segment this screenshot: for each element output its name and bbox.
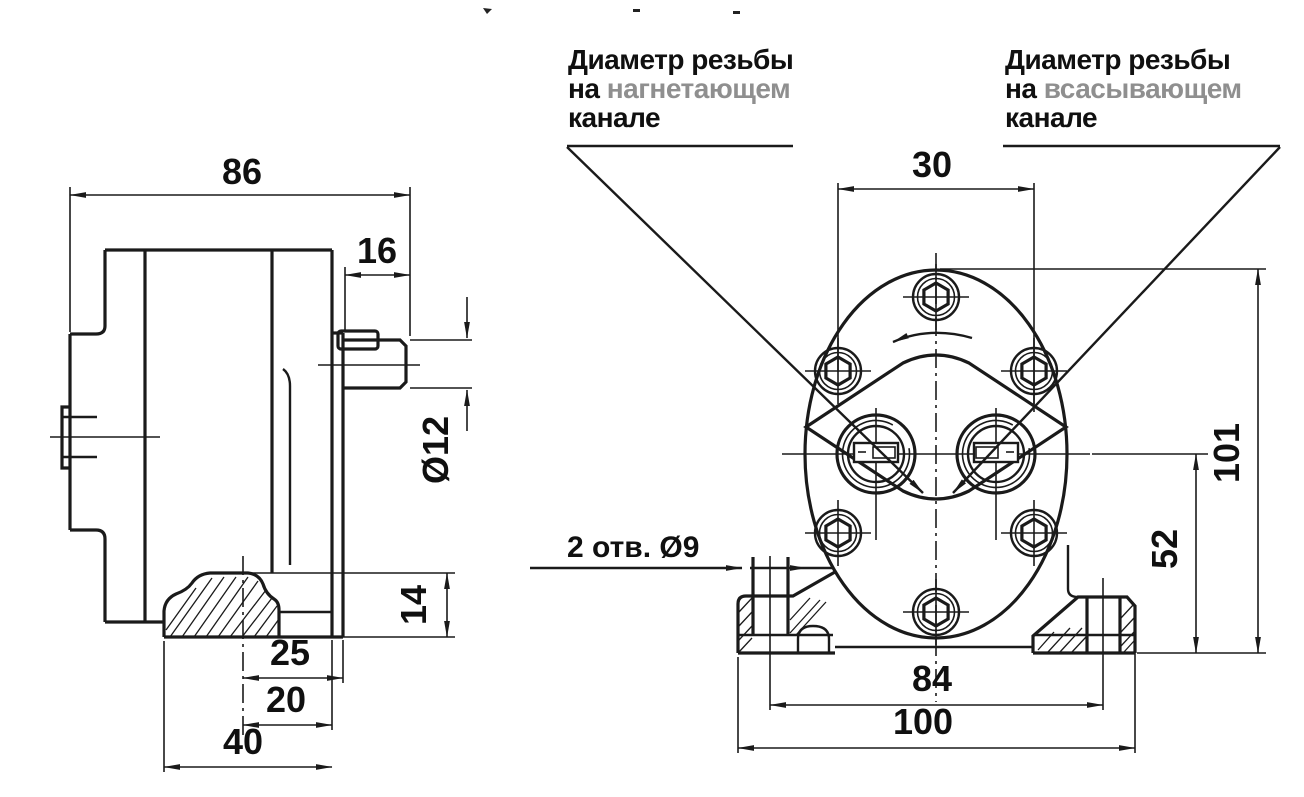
dim-86: 86 bbox=[69, 151, 411, 336]
dim-label-84: 84 bbox=[912, 658, 952, 699]
drive-shaft bbox=[318, 329, 420, 390]
dim-label-shaft-diameter: Ø12 bbox=[415, 416, 456, 484]
hatching bbox=[165, 576, 280, 638]
bolt-icon bbox=[903, 264, 969, 330]
dim-16: 16 bbox=[344, 230, 411, 331]
front-view: 30 101 52 84 100 2 отв. bbox=[530, 144, 1281, 753]
dim-label-16: 16 bbox=[357, 230, 397, 271]
dim-label-30: 30 bbox=[912, 144, 952, 185]
holes-note-label: 2 отв. Ø9 bbox=[567, 531, 699, 564]
hatching bbox=[1037, 603, 1135, 653]
dim-label-86: 86 bbox=[222, 151, 262, 192]
hatching bbox=[738, 597, 827, 653]
annotation-line: канале bbox=[1005, 102, 1097, 133]
dim-101: 101 bbox=[940, 268, 1266, 654]
bolt-icon bbox=[903, 579, 969, 645]
dim-14: 14 bbox=[248, 572, 455, 638]
annotation-line: на нагнетающем bbox=[568, 73, 790, 104]
dim-label-20: 20 bbox=[266, 679, 306, 720]
dim-84: 84 bbox=[769, 658, 1104, 708]
dim-shaft-diameter: Ø12 bbox=[410, 297, 472, 484]
crop-artifact bbox=[483, 8, 740, 14]
rotation-arrow-icon bbox=[892, 331, 973, 344]
annotation-discharge: Диаметр резьбы на нагнетающем канале bbox=[568, 44, 794, 133]
port-suction bbox=[955, 408, 1037, 540]
side-foot-section bbox=[162, 556, 343, 737]
annotation-line: Диаметр резьбы bbox=[1005, 44, 1230, 75]
dim-label-101: 101 bbox=[1206, 423, 1247, 483]
dim-30: 30 bbox=[837, 144, 1035, 412]
leader-discharge bbox=[566, 146, 924, 494]
dim-label-14: 14 bbox=[393, 585, 434, 625]
dim-100: 100 bbox=[737, 605, 1136, 753]
dim-label-40: 40 bbox=[223, 721, 263, 762]
shaft-key bbox=[336, 329, 380, 351]
dim-40: 40 bbox=[163, 641, 333, 772]
dim-label-25: 25 bbox=[270, 632, 310, 673]
dim-label-52: 52 bbox=[1144, 529, 1185, 569]
dim-25: 25 bbox=[242, 632, 344, 683]
bolt-icon bbox=[1001, 500, 1067, 566]
mounting-foot-left bbox=[736, 556, 836, 710]
dim-label-100: 100 bbox=[893, 701, 953, 742]
bolt-icon bbox=[805, 500, 871, 566]
dim-20: 20 bbox=[242, 640, 333, 730]
annotation-line: на всасывающем bbox=[1005, 73, 1242, 104]
holes-note: 2 отв. Ø9 bbox=[530, 531, 834, 571]
dim-52: 52 bbox=[1092, 453, 1208, 654]
annotation-suction: Диаметр резьбы на всасывающем канале bbox=[1005, 44, 1242, 133]
annotation-line: канале bbox=[568, 102, 660, 133]
gear-chamber-outline bbox=[803, 353, 1069, 501]
side-view: 86 16 Ø12 14 25 20 bbox=[50, 151, 472, 772]
pump-body-outline bbox=[60, 248, 345, 637]
mounting-foot-right bbox=[1031, 545, 1137, 710]
annotation-line: Диаметр резьбы bbox=[568, 44, 793, 75]
leader-suction bbox=[952, 146, 1281, 494]
